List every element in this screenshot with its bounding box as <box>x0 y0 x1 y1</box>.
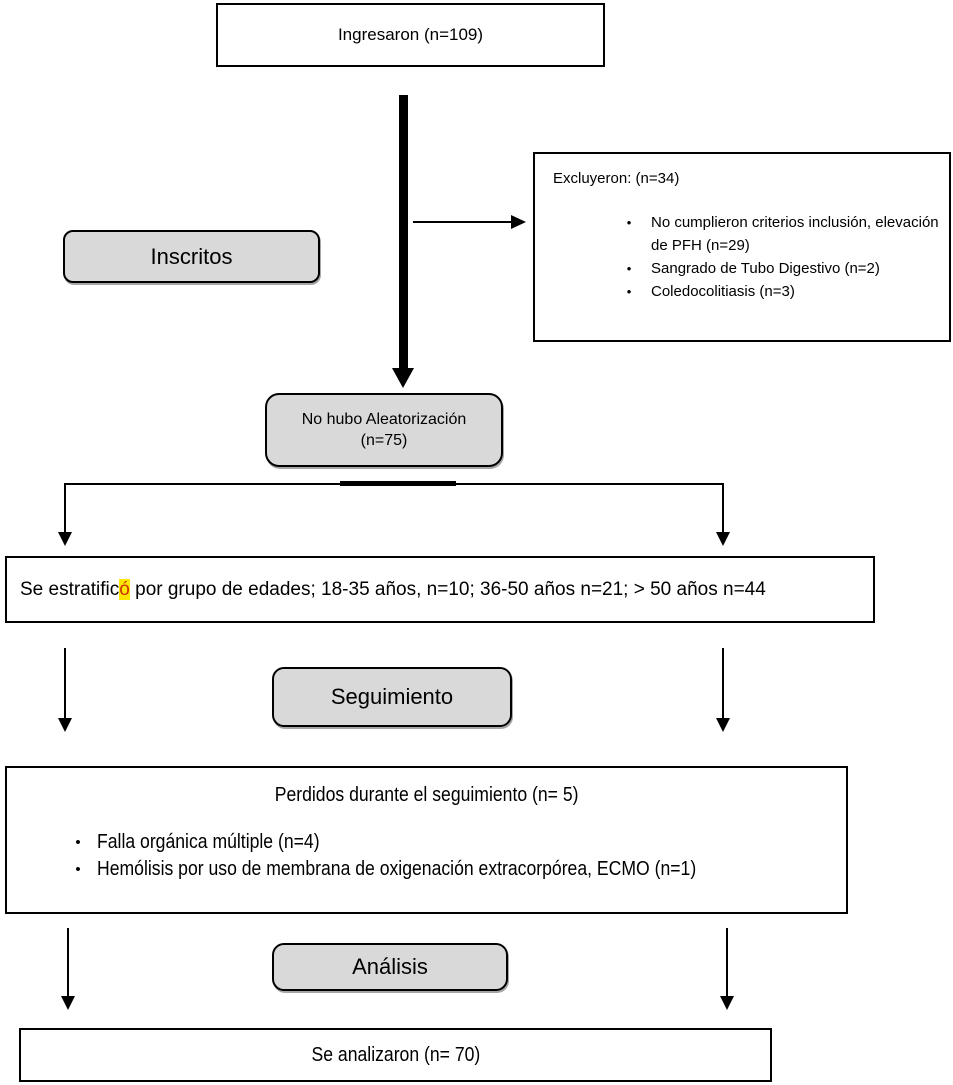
connector-branch-left-vertical <box>64 483 66 532</box>
list-item: • Falla orgánica múltiple (n=4) <box>7 829 846 856</box>
stage-label-followup-text: Seguimiento <box>330 684 454 709</box>
box-stratification: Se estratificó por grupo de edades; 18-3… <box>5 556 875 623</box>
bullet-icon: • <box>626 284 632 299</box>
box-lost-title: Perdidos durante el seguimiento (n= 5) <box>7 784 846 807</box>
arrowhead-main-down-icon <box>392 368 414 388</box>
list-item: • Hemólisis por uso de membrana de oxige… <box>7 856 846 883</box>
arrowhead-analysis-left-icon <box>61 996 75 1010</box>
arrowhead-analysis-right-icon <box>720 996 734 1010</box>
stage-label-followup: Seguimiento <box>272 667 512 727</box>
box-enrolled: Ingresaron (n=109) <box>216 3 605 67</box>
connector-branch-thick-segment <box>340 481 456 486</box>
lost-reason: Hemólisis por uso de membrana de oxigena… <box>97 858 697 880</box>
box-no-randomization: No hubo Aleatorización (n=75) <box>265 393 503 467</box>
box-no-randomization-line2: (n=75) <box>360 432 408 449</box>
list-item: • Sangrado de Tubo Digestivo (n=2) <box>535 257 949 280</box>
box-no-randomization-line1: No hubo Aleatorización <box>301 411 467 428</box>
arrowhead-followup-left-icon <box>58 718 72 732</box>
arrowhead-branch-right-icon <box>716 532 730 546</box>
excluded-reason: Coledocolitiasis (n=3) <box>651 283 795 300</box>
box-lost-to-followup: Perdidos durante el seguimiento (n= 5) •… <box>5 766 848 914</box>
stage-label-enrollment: Inscritos <box>63 230 320 283</box>
arrowhead-branch-left-icon <box>58 532 72 546</box>
excluded-reason: No cumplieron criterios inclusión, eleva… <box>651 214 939 254</box>
arrowhead-followup-right-icon <box>716 718 730 732</box>
connector-followup-right-vertical <box>722 648 724 718</box>
connector-branch-right-vertical <box>722 483 724 532</box>
stage-label-enrollment-text: Inscritos <box>150 243 233 269</box>
bullet-icon: • <box>75 834 81 851</box>
bullet-icon: • <box>75 861 81 878</box>
stratification-pre: Se estratific <box>20 578 120 600</box>
connector-exclusion-horizontal <box>413 221 511 223</box>
highlighted-char: ó <box>119 578 130 600</box>
bullet-icon: • <box>626 215 632 230</box>
lost-reason: Falla orgánica múltiple (n=4) <box>97 831 320 853</box>
list-item: • No cumplieron criterios inclusión, ele… <box>535 211 949 257</box>
box-stratification-text: Se estratificó por grupo de edades; 18-3… <box>20 578 766 601</box>
stratification-post: por grupo de edades; 18-35 años, n=10; 3… <box>129 578 766 600</box>
excluded-reason-list: • No cumplieron criterios inclusión, ele… <box>535 211 949 303</box>
arrowhead-exclusion-right-icon <box>511 215 526 229</box>
stage-label-analysis-text: Análisis <box>352 954 428 979</box>
connector-analysis-left-vertical <box>67 928 69 996</box>
list-item: • Coledocolitiasis (n=3) <box>535 280 949 303</box>
connector-followup-left-vertical <box>64 648 66 718</box>
box-lost-title-text: Perdidos durante el seguimiento (n= 5) <box>274 784 579 806</box>
connector-analysis-right-vertical <box>726 928 728 996</box>
stage-label-analysis: Análisis <box>272 943 508 991</box>
bullet-icon: • <box>626 261 632 276</box>
connector-main-vertical <box>399 95 408 368</box>
lost-reason-list: • Falla orgánica múltiple (n=4) • Hemóli… <box>7 829 846 883</box>
box-excluded-title: Excluyeron: (n=34) <box>553 170 680 187</box>
excluded-reason: Sangrado de Tubo Digestivo (n=2) <box>651 260 880 277</box>
box-analyzed-label: Se analizaron (n= 70) <box>311 1043 480 1066</box>
box-enrolled-label: Ingresaron (n=109) <box>337 25 484 44</box>
box-excluded: Excluyeron: (n=34) • No cumplieron crite… <box>533 152 951 342</box>
box-analyzed: Se analizaron (n= 70) <box>19 1028 772 1082</box>
